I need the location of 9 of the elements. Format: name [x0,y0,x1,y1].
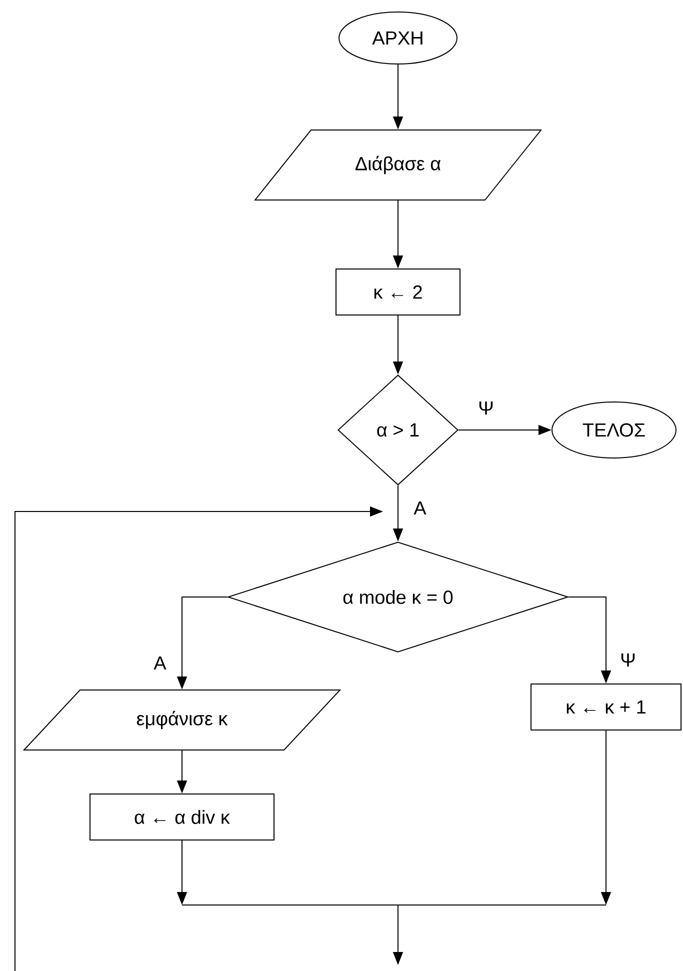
process-box: κ ← κ + 1 [530,684,682,730]
terminal-oval: ΑΡΧΗ [338,12,458,64]
edge-label: Ψ [477,400,495,416]
process-box: α ← α div κ [90,794,274,840]
process-box: κ ← 2 [336,268,460,316]
edge-label: Α [412,500,428,516]
terminal-oval: ΤΕΛΟΣ [552,402,676,458]
edge-label: Ψ [619,652,637,668]
edge-label: Α [152,655,168,671]
